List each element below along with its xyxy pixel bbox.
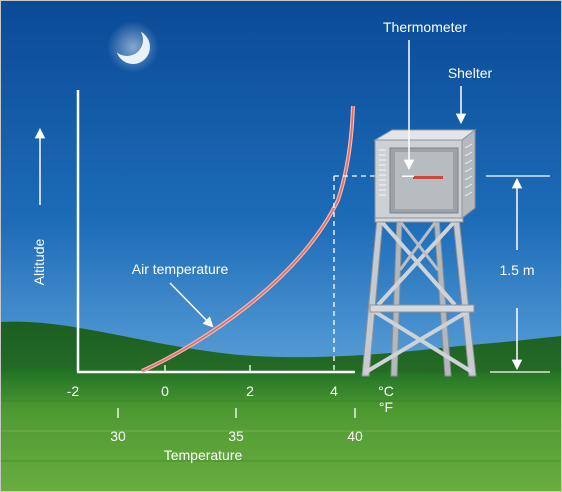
altitude-label: Altitude (31, 238, 47, 285)
fahrenheit-tick-labels: 30 35 40 (110, 428, 363, 444)
height-label: 1.5 m (499, 262, 534, 278)
shelter-box (373, 128, 477, 220)
height-dimension (486, 175, 550, 373)
celsius-tick-label: 0 (161, 383, 169, 399)
air-temperature-curve (141, 105, 355, 373)
fahrenheit-unit: °F (379, 399, 393, 415)
shelter-tower (361, 215, 477, 377)
thermometer-icon (413, 176, 443, 179)
thermometer-label: Thermometer (383, 19, 467, 35)
celsius-tick-label: -2 (67, 383, 80, 399)
celsius-tick-label: 2 (246, 383, 254, 399)
temperature-axis-label: Temperature (164, 447, 243, 463)
fahrenheit-ticks (117, 408, 356, 418)
celsius-unit: °C (378, 383, 394, 399)
axes (76, 90, 355, 374)
air-temperature-arrow (169, 282, 214, 328)
celsius-tick-label: 4 (330, 383, 338, 399)
fahrenheit-tick-label: 35 (228, 428, 244, 444)
shelter-label: Shelter (448, 65, 493, 81)
celsius-ticks (164, 365, 251, 372)
fahrenheit-tick-label: 30 (110, 428, 126, 444)
grass (0, 367, 562, 492)
grass-texture (0, 400, 562, 462)
crescent-moon-icon (107, 21, 159, 73)
air-temperature-label: Air temperature (132, 261, 229, 277)
celsius-tick-labels: -2 0 2 4 (67, 383, 338, 399)
fahrenheit-tick-label: 40 (347, 428, 363, 444)
